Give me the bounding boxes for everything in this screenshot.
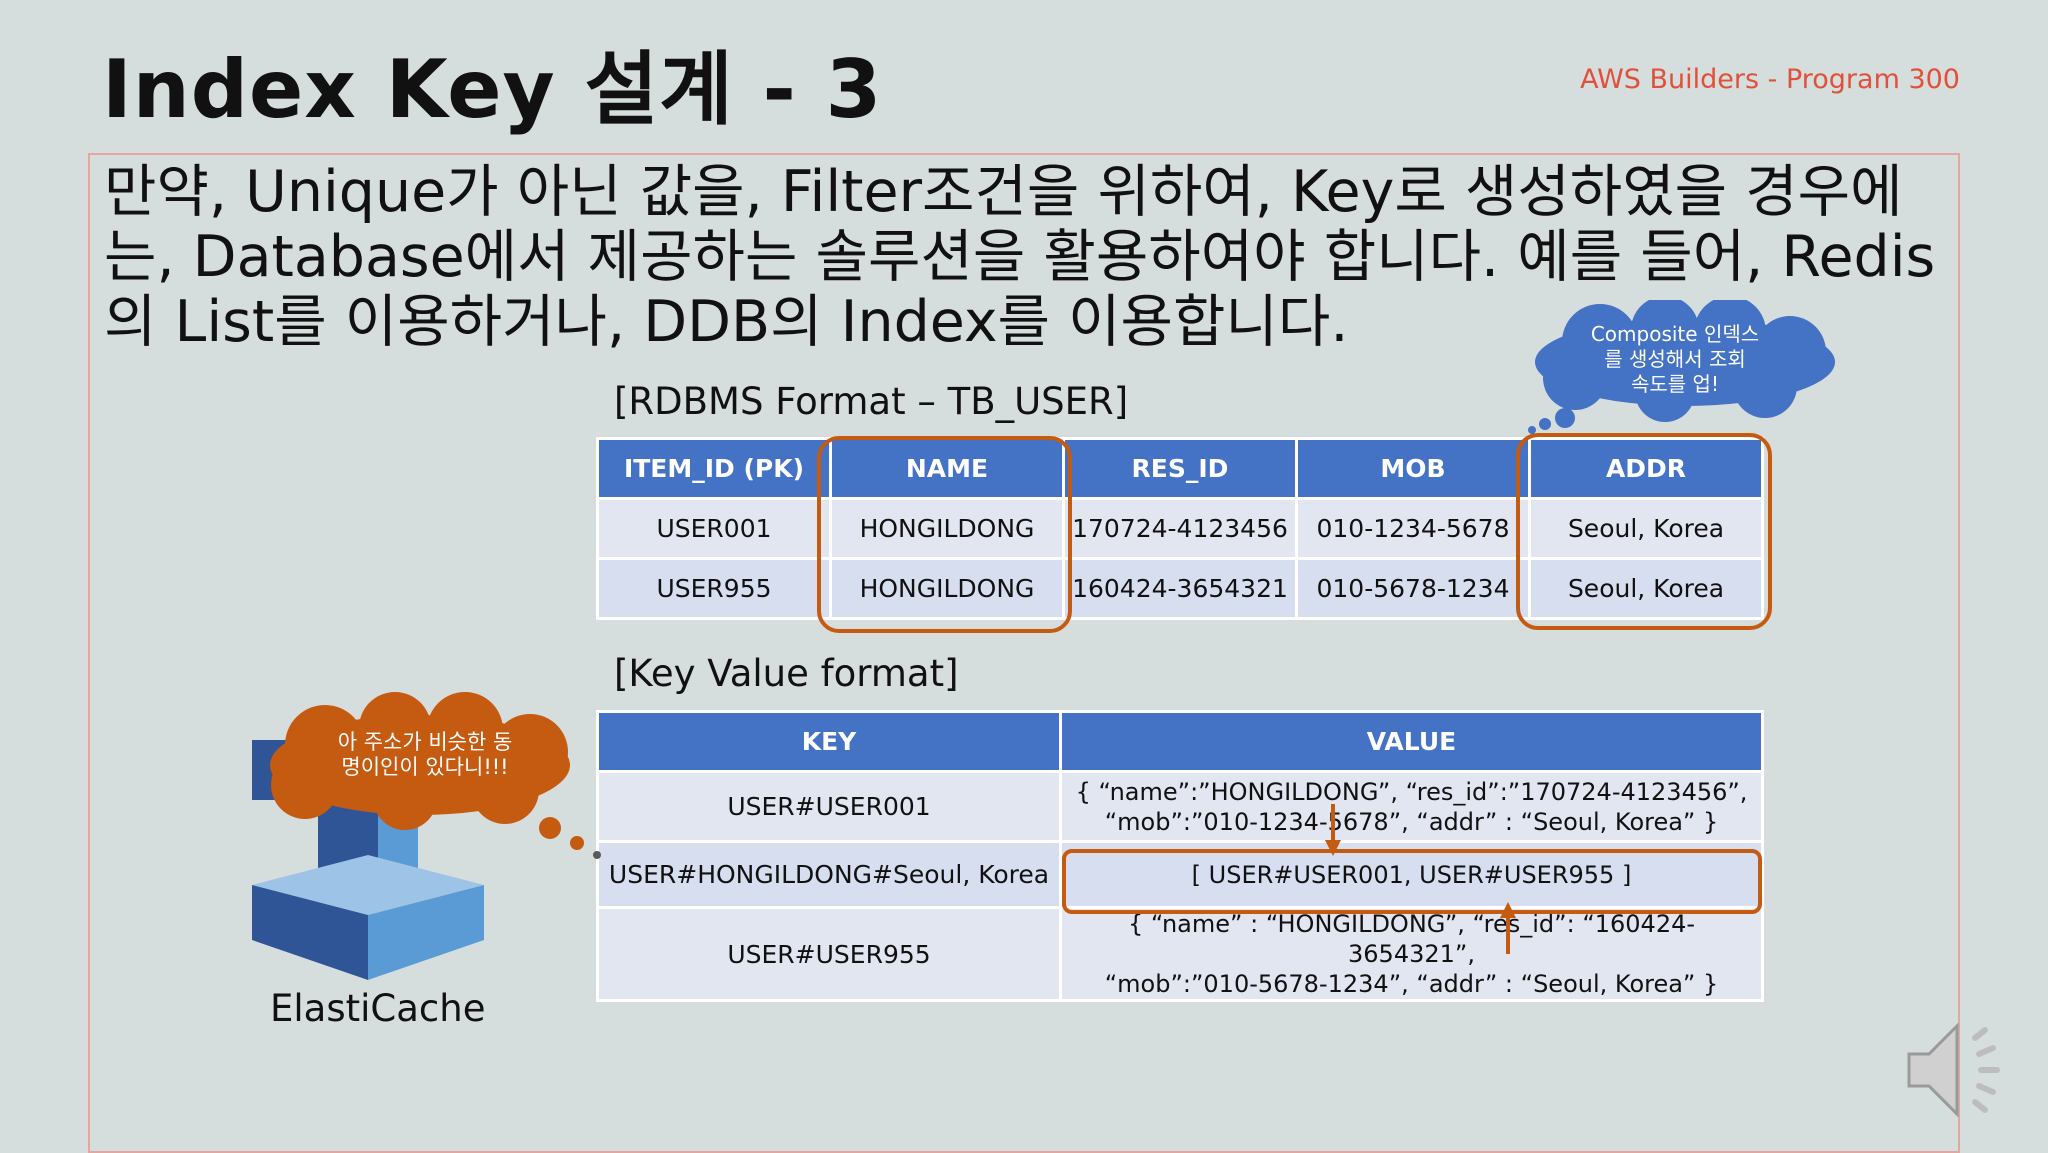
kv-header-value: VALUE bbox=[1059, 710, 1764, 773]
composite-thought-cloud bbox=[1528, 300, 1835, 434]
table-cell: { “name” : “HONGILDONG”, “res_id”: “1604… bbox=[1059, 906, 1764, 1002]
rdbms-header-name: NAME bbox=[829, 437, 1065, 500]
rdbms-caption: [RDBMS Format – TB_USER] bbox=[614, 380, 1129, 423]
table-cell: Seoul, Korea bbox=[1528, 497, 1764, 560]
reference-arrows bbox=[1325, 804, 1341, 856]
index-list-highlight bbox=[1062, 849, 1762, 914]
composite-cloud-text: Composite 인덱스 를 생성해서 조회 속도를 업! bbox=[1565, 322, 1785, 397]
rdbms-table: ITEM_ID (PK) NAME RES_ID MOB ADDR USER00… bbox=[596, 437, 1764, 620]
table-cell: 170724-4123456 bbox=[1062, 497, 1298, 560]
table-cell: USER955 bbox=[596, 557, 832, 620]
alert-thought-cloud bbox=[270, 692, 601, 859]
cloud-line: 아 주소가 비슷한 동 bbox=[337, 730, 513, 754]
table-cell: USER#USER001 bbox=[596, 770, 1062, 843]
cloud-line: 를 생성해서 조회 bbox=[1604, 347, 1746, 371]
rdbms-header-row: ITEM_ID (PK) NAME RES_ID MOB ADDR bbox=[596, 437, 1764, 500]
cloud-line: Composite 인덱스 bbox=[1590, 322, 1760, 346]
value-line: “mob”:”010-1234-5678”, “addr” : “Seoul, … bbox=[1104, 807, 1719, 836]
value-line: “mob”:”010-5678-1234”, “addr” : “Seoul, … bbox=[1104, 970, 1719, 998]
table-row: USER#USER955 { “name” : “HONGILDONG”, “r… bbox=[596, 906, 1764, 1002]
table-cell: USER#HONGILDONG#Seoul, Korea bbox=[596, 840, 1062, 909]
intro-text: 만약, Unique가 아닌 값을, Filter조건을 위하여, Key로 생… bbox=[104, 159, 1936, 355]
value-line: { “name”:”HONGILDONG”, “res_id”:”170724-… bbox=[1075, 777, 1748, 806]
brand-label: AWS Builders - Program 300 bbox=[1580, 64, 1960, 95]
kv-table: KEY VALUE USER#USER001 { “name”:”HONGILD… bbox=[596, 710, 1764, 1002]
table-cell: USER#USER955 bbox=[596, 906, 1062, 1002]
rdbms-header-addr: ADDR bbox=[1528, 437, 1764, 500]
speaker-icon[interactable] bbox=[1905, 1010, 2015, 1130]
table-cell: HONGILDONG bbox=[829, 557, 1065, 620]
kv-header-key: KEY bbox=[596, 710, 1062, 773]
kv-caption: [Key Value format] bbox=[614, 652, 959, 695]
rdbms-header-res-id: RES_ID bbox=[1062, 437, 1298, 500]
table-row: USER#USER001 { “name”:”HONGILDONG”, “res… bbox=[596, 770, 1764, 843]
table-cell: { “name”:”HONGILDONG”, “res_id”:”170724-… bbox=[1059, 770, 1764, 843]
kv-header-row: KEY VALUE bbox=[596, 710, 1764, 773]
table-cell: HONGILDONG bbox=[829, 497, 1065, 560]
table-cell: 010-1234-5678 bbox=[1295, 497, 1531, 560]
alert-cloud-text: 아 주소가 비슷한 동 명이인이 있다니!!! bbox=[300, 730, 550, 780]
value-line: { “name” : “HONGILDONG”, “res_id”: “1604… bbox=[1127, 910, 1696, 968]
table-row: USER955 HONGILDONG 160424-3654321 010-56… bbox=[596, 557, 1764, 620]
rdbms-header-mob: MOB bbox=[1295, 437, 1531, 500]
slide-title: Index Key 설계 - 3 bbox=[102, 43, 883, 136]
cloud-line: 속도를 업! bbox=[1631, 372, 1719, 396]
name-column-highlight bbox=[817, 436, 1072, 633]
cloud-line: 명이인이 있다니!!! bbox=[341, 755, 509, 779]
addr-column-highlight bbox=[1516, 433, 1772, 630]
table-cell: USER001 bbox=[596, 497, 832, 560]
table-cell: Seoul, Korea bbox=[1528, 557, 1764, 620]
reference-arrow-up bbox=[1500, 902, 1516, 954]
table-cell: 010-5678-1234 bbox=[1295, 557, 1531, 620]
table-row: USER001 HONGILDONG 170724-4123456 010-12… bbox=[596, 497, 1764, 560]
elasticache-label: ElastiCache bbox=[270, 987, 486, 1030]
table-cell: 160424-3654321 bbox=[1062, 557, 1298, 620]
rdbms-header-item-id: ITEM_ID (PK) bbox=[596, 437, 832, 500]
